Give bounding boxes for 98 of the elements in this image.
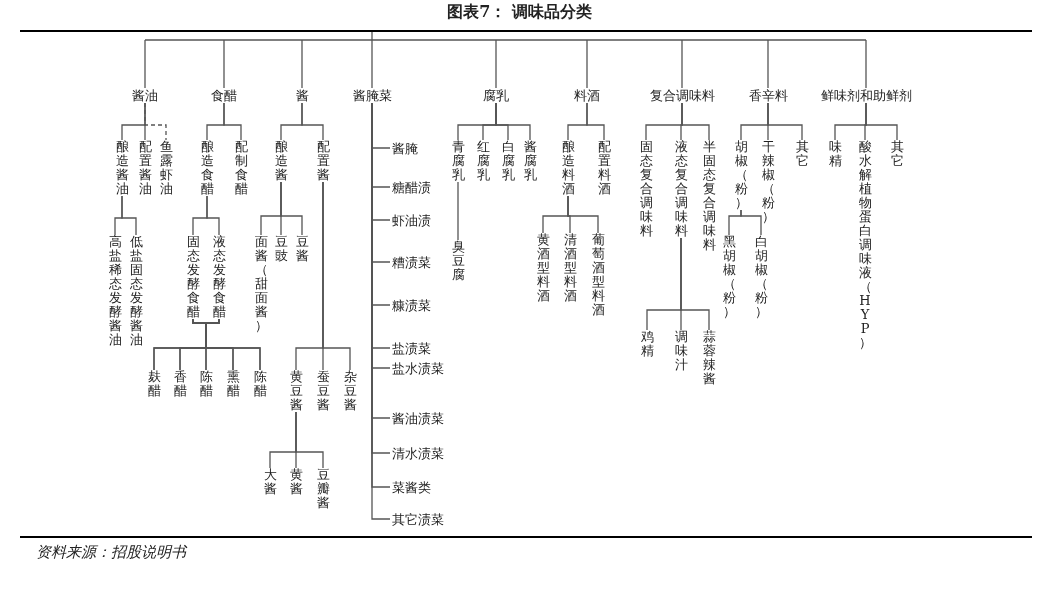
connector-line: [865, 102, 898, 141]
connector-line: [301, 102, 324, 141]
category-label: 香醋: [173, 370, 187, 398]
category-label: 配制食醋: [234, 140, 248, 196]
category-label: 胡椒（粉）: [734, 140, 748, 210]
connector-line: [223, 102, 242, 141]
category-label: 酿造酱油: [115, 140, 129, 196]
category-label: 黄酒型料酒: [536, 233, 550, 303]
category-label: 糠渍菜: [392, 297, 431, 313]
category-label: 配置料酒: [597, 140, 611, 196]
category-label: 糟渍菜: [392, 254, 431, 270]
category-label: 其它: [890, 140, 904, 168]
category-label: 虾油渍: [392, 212, 431, 228]
category-label: 液态复合调味料: [674, 140, 688, 238]
connector-line: [206, 195, 220, 236]
category-label: 黄酱: [289, 468, 303, 496]
category-label: 调味汁: [674, 330, 688, 372]
category-label: 固态发酵食醋: [186, 235, 200, 319]
category-label: 酱: [295, 88, 309, 103]
connector-line: [121, 195, 137, 236]
category-label: 豆豉: [274, 235, 288, 263]
connector-line: [740, 209, 762, 236]
category-label: 液态发酵食醋: [212, 235, 226, 319]
category-label: 复合调味料: [649, 88, 715, 103]
connector-line: [767, 39, 769, 89]
connector-line: [681, 102, 710, 141]
connector-line: [322, 181, 351, 371]
connector-line: [223, 39, 225, 89]
category-label: 鸡精: [640, 330, 654, 358]
connector-line: [301, 39, 303, 89]
category-label: 陈醋: [253, 370, 267, 398]
category-label: 半固态复合调味料: [702, 140, 716, 252]
category-label: 菜酱类: [392, 479, 431, 495]
category-label: 杂豆酱: [343, 370, 357, 412]
category-label: 酱油: [132, 88, 158, 103]
category-label: 葡萄酒型料酒: [591, 233, 605, 317]
category-label: 干辣椒（粉）: [761, 140, 775, 224]
connector-line: [586, 102, 605, 141]
category-label: 酿造料酒: [561, 140, 575, 196]
category-label: 盐渍菜: [392, 340, 431, 356]
category-label: 清酒型料酒: [563, 233, 577, 303]
connector-line: [680, 237, 710, 331]
category-label: 酿造酱: [274, 140, 288, 182]
category-label: 青腐乳: [451, 140, 465, 182]
category-label: 麸醋: [147, 370, 161, 398]
category-label: 豆瓣酱: [316, 468, 330, 510]
category-label: 酸水解植物蛋白调味液（HYP）: [858, 140, 872, 350]
category-label: 配置酱油: [138, 140, 152, 196]
category-label: 糖醋渍: [392, 179, 431, 195]
category-label: 大酱: [263, 468, 277, 496]
category-label: 配置酱: [316, 140, 330, 182]
category-label: 酱腐乳: [523, 140, 537, 182]
category-label: 豆酱: [295, 235, 309, 263]
category-label: 腐乳: [483, 88, 509, 103]
connector-line: [767, 102, 803, 141]
category-label: 其它渍菜: [392, 511, 444, 527]
connector-line: [865, 39, 867, 89]
category-label: 臭豆腐: [451, 240, 465, 282]
category-label: 蒜蓉辣酱: [702, 330, 716, 386]
category-label: 熏醋: [226, 370, 240, 398]
connector-line: [205, 318, 261, 371]
category-label: 香辛料: [748, 88, 788, 103]
connector-line: [144, 39, 146, 89]
source-note: 资料来源：招股说明书: [36, 543, 186, 562]
category-label: 鱼露虾油: [159, 140, 173, 196]
connector-line: [495, 39, 497, 89]
connector-line: [371, 39, 373, 89]
category-label: 盐水渍菜: [392, 360, 444, 376]
category-label: 固态复合调味料: [639, 140, 653, 238]
category-label: 黑胡椒（粉）: [722, 235, 736, 319]
category-label: 陈醋: [199, 370, 213, 398]
category-label: 味精: [828, 140, 842, 168]
category-label: 高盐稀态发酵酱油: [108, 235, 122, 347]
category-label: 料酒: [574, 88, 600, 103]
category-label: 清水渍菜: [392, 445, 444, 461]
connector-line: [280, 181, 303, 236]
category-label: 酱腌菜: [352, 88, 392, 103]
category-label: 白胡椒（粉）: [754, 235, 768, 319]
connector-line: [495, 102, 531, 141]
category-label: 蚕豆酱: [316, 370, 330, 412]
connector-line: [567, 195, 599, 234]
category-label: 食醋: [211, 88, 237, 103]
category-label: 酿造食醋: [200, 140, 214, 196]
connector-line: [586, 39, 588, 89]
category-label: 鲜味剂和助鲜剂: [820, 88, 912, 103]
category-label: 红腐乳: [476, 140, 490, 182]
category-label: 白腐乳: [501, 140, 515, 182]
category-label: 酱腌: [392, 140, 418, 156]
connector-line: [457, 181, 459, 241]
connector-line: [681, 39, 683, 89]
category-label: 面酱（甜面酱）: [254, 235, 268, 333]
connector-line: [295, 411, 324, 469]
title-text: 图表7： 调味品分类: [446, 2, 593, 23]
category-label: 其它: [795, 140, 809, 168]
category-label: 低盐固态发酵酱油: [129, 235, 143, 347]
category-label: 黄豆酱: [289, 370, 303, 412]
category-label: 酱油渍菜: [392, 410, 444, 426]
connector-line: [144, 102, 167, 141]
